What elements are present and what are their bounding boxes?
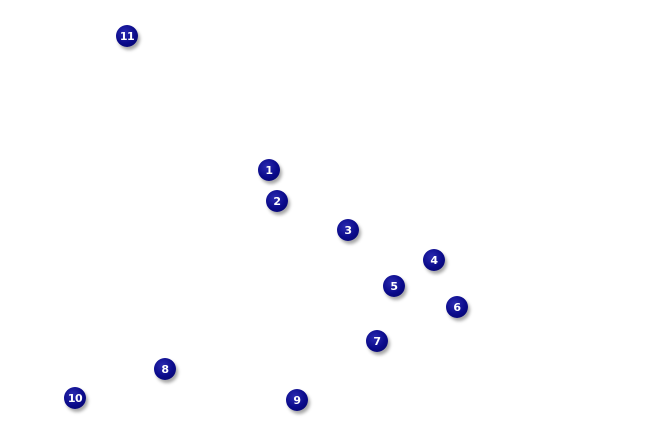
map-marker-7[interactable]: 7 xyxy=(366,330,388,352)
map-marker-2[interactable]: 2 xyxy=(266,190,288,212)
marker-label: 3 xyxy=(344,223,352,237)
marker-label: 6 xyxy=(453,300,461,314)
map-marker-5[interactable]: 5 xyxy=(383,275,405,297)
marker-label: 5 xyxy=(390,279,398,293)
marker-label: 8 xyxy=(161,362,169,376)
marker-label: 10 xyxy=(67,391,83,405)
marker-label: 7 xyxy=(373,334,381,348)
map-marker-11[interactable]: 11 xyxy=(116,25,138,47)
marker-label: 4 xyxy=(430,253,438,267)
map-marker-3[interactable]: 3 xyxy=(337,219,359,241)
map-marker-1[interactable]: 1 xyxy=(258,159,280,181)
map-marker-9[interactable]: 9 xyxy=(286,389,308,411)
map-marker-4[interactable]: 4 xyxy=(423,249,445,271)
marker-label: 11 xyxy=(119,29,135,43)
map-marker-8[interactable]: 8 xyxy=(154,358,176,380)
marker-label: 1 xyxy=(265,163,273,177)
map-marker-6[interactable]: 6 xyxy=(446,296,468,318)
marker-label: 9 xyxy=(293,393,301,407)
map-marker-10[interactable]: 10 xyxy=(64,387,86,409)
marker-label: 2 xyxy=(273,194,281,208)
